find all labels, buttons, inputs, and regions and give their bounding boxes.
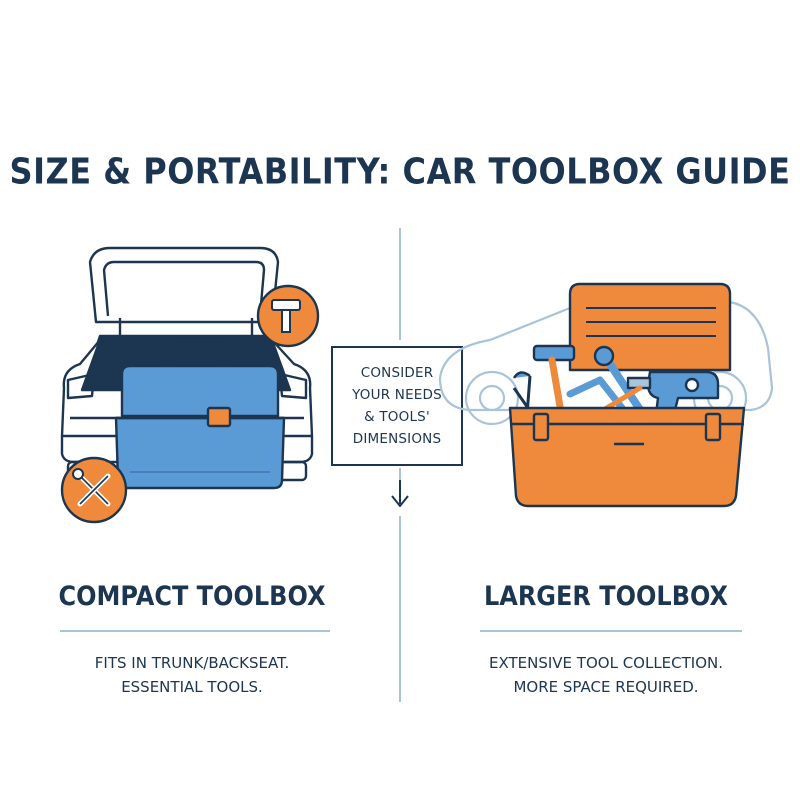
description-line: FITS IN TRUNK/BACKSEAT. <box>94 654 290 672</box>
page-title: SIZE & PORTABILITY: CAR TOOLBOX GUIDE <box>9 149 791 193</box>
larger-toolbox-heading: LARGER TOOLBOX <box>483 580 729 612</box>
blue-toolbox-icon <box>114 342 286 490</box>
note-line: YOUR NEEDS <box>352 387 442 403</box>
note-line: & TOOLS' <box>364 409 430 425</box>
larger-toolbox-illustration <box>438 282 774 508</box>
larger-heading-rule <box>480 630 742 632</box>
compact-heading-rule <box>60 630 330 632</box>
note-line: CONSIDER <box>360 365 434 381</box>
description-line: EXTENSIVE TOOL COLLECTION. <box>488 654 724 672</box>
wrench-screwdriver-badge-icon <box>60 456 128 524</box>
divider-top <box>399 228 401 340</box>
description-line: ESSENTIAL TOOLS. <box>121 678 263 696</box>
description-line: MORE SPACE REQUIRED. <box>513 678 699 696</box>
compact-toolbox-description: FITS IN TRUNK/BACKSEAT. ESSENTIAL TOOLS. <box>12 651 372 699</box>
compact-toolbox-heading: COMPACT TOOLBOX <box>58 580 326 612</box>
divider-bottom <box>399 516 401 702</box>
hammer-badge-icon <box>256 284 320 348</box>
consider-needs-note: CONSIDER YOUR NEEDS & TOOLS' DIMENSIONS <box>331 346 463 466</box>
arrow-down-icon <box>391 480 409 507</box>
orange-toolbox-icon <box>508 282 746 508</box>
compact-toolbox-illustration <box>60 246 320 524</box>
note-line: DIMENSIONS <box>352 431 442 447</box>
larger-toolbox-description: EXTENSIVE TOOL COLLECTION. MORE SPACE RE… <box>426 651 786 699</box>
